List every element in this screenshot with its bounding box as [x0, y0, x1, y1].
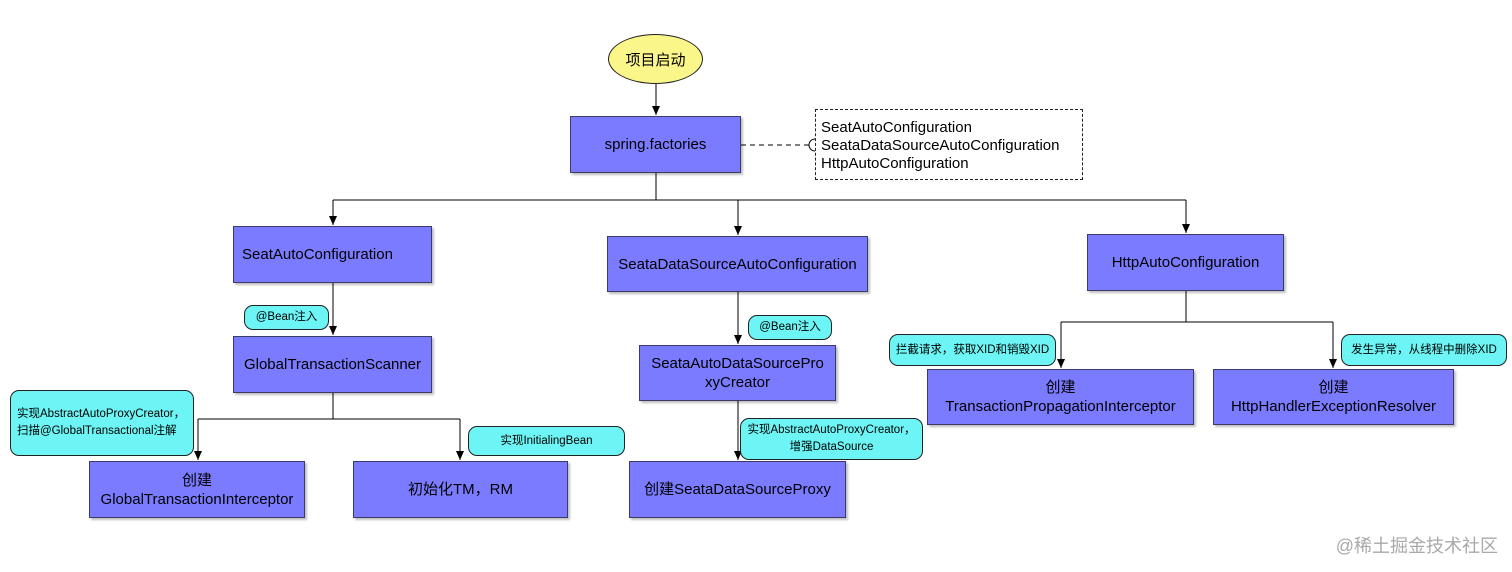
note-link-cap: [808, 138, 816, 152]
start-label: 项目启动: [625, 51, 686, 69]
exception-note: 发生异常，从线程中删除XID: [1341, 334, 1507, 366]
intercept-request-note: 拦截请求，获取XID和销毁XID: [889, 334, 1056, 366]
watermark: @稀土掘金技术社区: [1335, 536, 1498, 556]
datasource-auto-config-label: SeataDataSourceAutoConfiguration: [618, 255, 857, 273]
create-interceptor-label: 创建: [181, 471, 212, 489]
create-resolver-node: 创建 HttpHandlerExceptionResolver: [1213, 369, 1454, 425]
bean-inject-note-left-text: @Bean注入: [255, 311, 318, 323]
http-auto-config-node: HttpAutoConfiguration: [1087, 234, 1284, 291]
exception-note-text: 发生异常，从线程中删除XID: [1351, 343, 1497, 356]
bean-inject-note-mid-text: @Bean注入: [759, 321, 821, 333]
factories-note-line: SeatAutoConfiguration: [821, 119, 972, 136]
global-tx-scanner-node: GlobalTransactionScanner: [233, 336, 432, 393]
create-ds-proxy-node: 创建SeataDataSourceProxy: [629, 461, 846, 518]
factories-note-line: SeataDataSourceAutoConfiguration: [821, 137, 1060, 154]
create-resolver-label: HttpHandlerExceptionResolver: [1230, 398, 1437, 415]
proxy-creator-node: SeataAutoDataSourcePro xyCreator: [639, 345, 836, 401]
factories-note: SeatAutoConfiguration SeataDataSourceAut…: [815, 109, 1083, 180]
init-tm-rm-label: 初始化TM，RM: [408, 481, 513, 498]
proxy-creator-label: SeataAutoDataSourcePro: [651, 355, 824, 372]
create-propagation-node: 创建 TransactionPropagationInterceptor: [927, 369, 1194, 425]
create-propagation-label: TransactionPropagationInterceptor: [945, 398, 1176, 415]
datasource-auto-config-node: SeataDataSourceAutoConfiguration: [607, 236, 868, 292]
seat-auto-config-label: SeatAutoConfiguration: [242, 246, 393, 263]
intercept-request-note-text: 拦截请求，获取XID和销毁XID: [895, 343, 1050, 356]
abstract-proxy-note: 实现AbstractAutoProxyCreator， 扫描@GlobalTra…: [10, 390, 194, 456]
spring-factories-node: spring.factories: [570, 116, 741, 173]
start-node: 项目启动: [608, 34, 703, 84]
init-tm-rm-node: 初始化TM，RM: [353, 461, 568, 518]
enhance-datasource-note: 实现AbstractAutoProxyCreator， 增强DataSource: [740, 418, 923, 460]
enhance-datasource-note-text: 实现AbstractAutoProxyCreator，: [747, 424, 916, 436]
abstract-proxy-note-text: 扫描@GlobalTransactional注解: [17, 425, 177, 437]
seat-auto-config-node: SeatAutoConfiguration: [233, 226, 432, 283]
enhance-datasource-note-text: 增强DataSource: [789, 441, 874, 453]
create-ds-proxy-label: 创建SeataDataSourceProxy: [644, 481, 831, 498]
abstract-proxy-note-text: 实现AbstractAutoProxyCreator，: [17, 408, 186, 420]
spring-factories-label: spring.factories: [604, 136, 707, 153]
bean-inject-note-mid: @Bean注入: [748, 315, 832, 340]
create-interceptor-node: 创建 GlobalTransactionInterceptor: [89, 461, 305, 518]
initializing-bean-note-text: 实现InitialingBean: [500, 434, 593, 447]
global-tx-scanner-label: GlobalTransactionScanner: [243, 356, 422, 373]
create-propagation-label: 创建: [1045, 379, 1076, 396]
bean-inject-note-left: @Bean注入: [244, 305, 329, 330]
create-interceptor-label: GlobalTransactionInterceptor: [100, 490, 294, 508]
initializing-bean-note: 实现InitialingBean: [468, 426, 625, 456]
create-resolver-label: 创建: [1318, 379, 1349, 396]
proxy-creator-label: xyCreator: [704, 374, 771, 391]
http-auto-config-label: HttpAutoConfiguration: [1111, 254, 1260, 271]
factories-note-line: HttpAutoConfiguration: [821, 155, 969, 172]
